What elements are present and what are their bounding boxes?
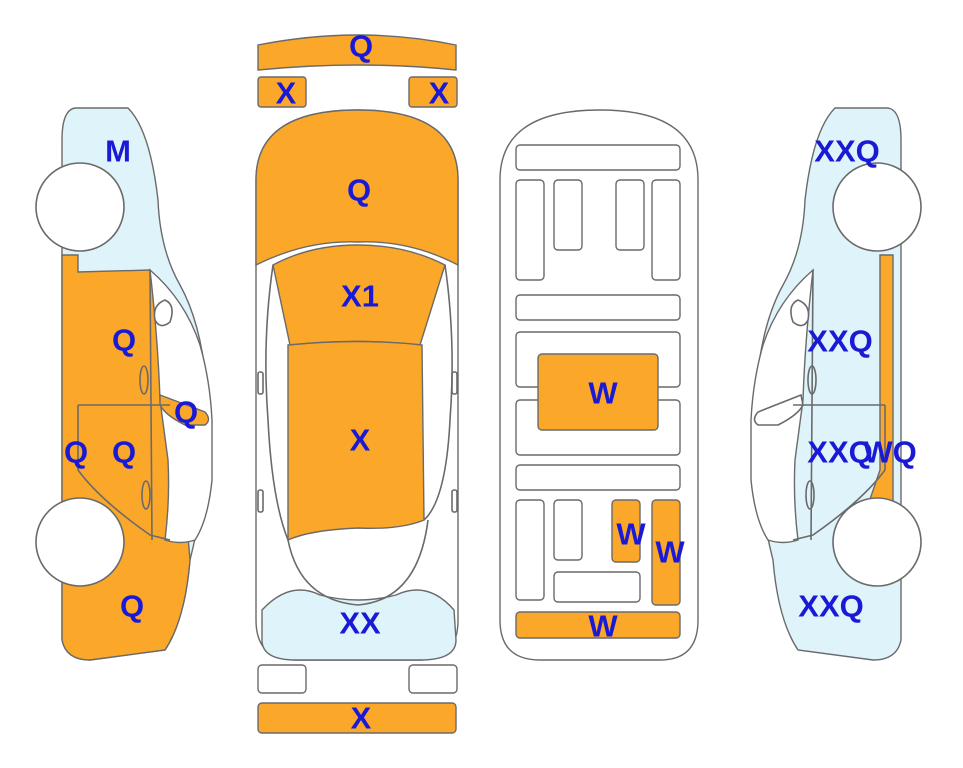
label-right-rear-door: XXQ [807,435,872,470]
rear-seat-a [611,499,641,563]
label-rear-window: XX [339,606,381,641]
right-window [750,268,814,544]
right-rear-wheel [832,497,922,587]
left-mirror-shape [159,393,210,426]
label-roof-bar: Q [349,29,373,64]
label-left-fender: M [105,134,131,169]
center-console [537,353,659,431]
hood-panel [255,109,459,267]
label-interior-seat-a: W [616,517,646,552]
label-mirror-left: X [276,76,297,111]
rear-left-light [257,664,307,694]
label-left-rear-door: Q [112,435,136,470]
right-mirror-box [408,76,458,108]
rear-bumper-bar [257,702,457,734]
front-bumper-bar [257,34,457,71]
label-left-quarter: Q [120,589,144,624]
label-right-front-door: XXQ [807,324,872,359]
left-mirror-box [257,76,307,108]
label-right-quarter: XXQ [798,589,863,624]
label-left-mirror: Q [174,395,198,430]
label-left-sill: Q [64,435,88,470]
label-right-sill: WQ [863,435,916,470]
left-front-wheel [35,162,125,252]
rear-right-light [408,664,458,694]
label-interior-trunk: W [588,609,618,644]
roof-panel [287,340,425,542]
rear-seat-b [651,499,681,606]
rear-window-panel [261,589,457,661]
left-rear-wheel [35,497,125,587]
label-interior-seat-b: W [655,535,685,570]
label-roof: X [350,423,371,458]
label-left-front-door: Q [112,323,136,358]
label-interior-console: W [588,376,618,411]
interior-view [499,109,699,661]
right-front-wheel [832,162,922,252]
label-rear-bumper: X [351,701,372,736]
label-right-fender: XXQ [814,134,879,169]
label-mirror-right: X [429,76,450,111]
label-windshield: X1 [341,279,379,314]
trunk-floor [515,611,681,639]
label-hood: Q [347,173,371,208]
left-side-view [35,107,213,661]
top-view [255,34,459,734]
damage-labels: Q X X Q X1 X XX X M Q Q Q Q Q W W W W XX… [64,29,917,736]
right-side-view [750,107,922,661]
